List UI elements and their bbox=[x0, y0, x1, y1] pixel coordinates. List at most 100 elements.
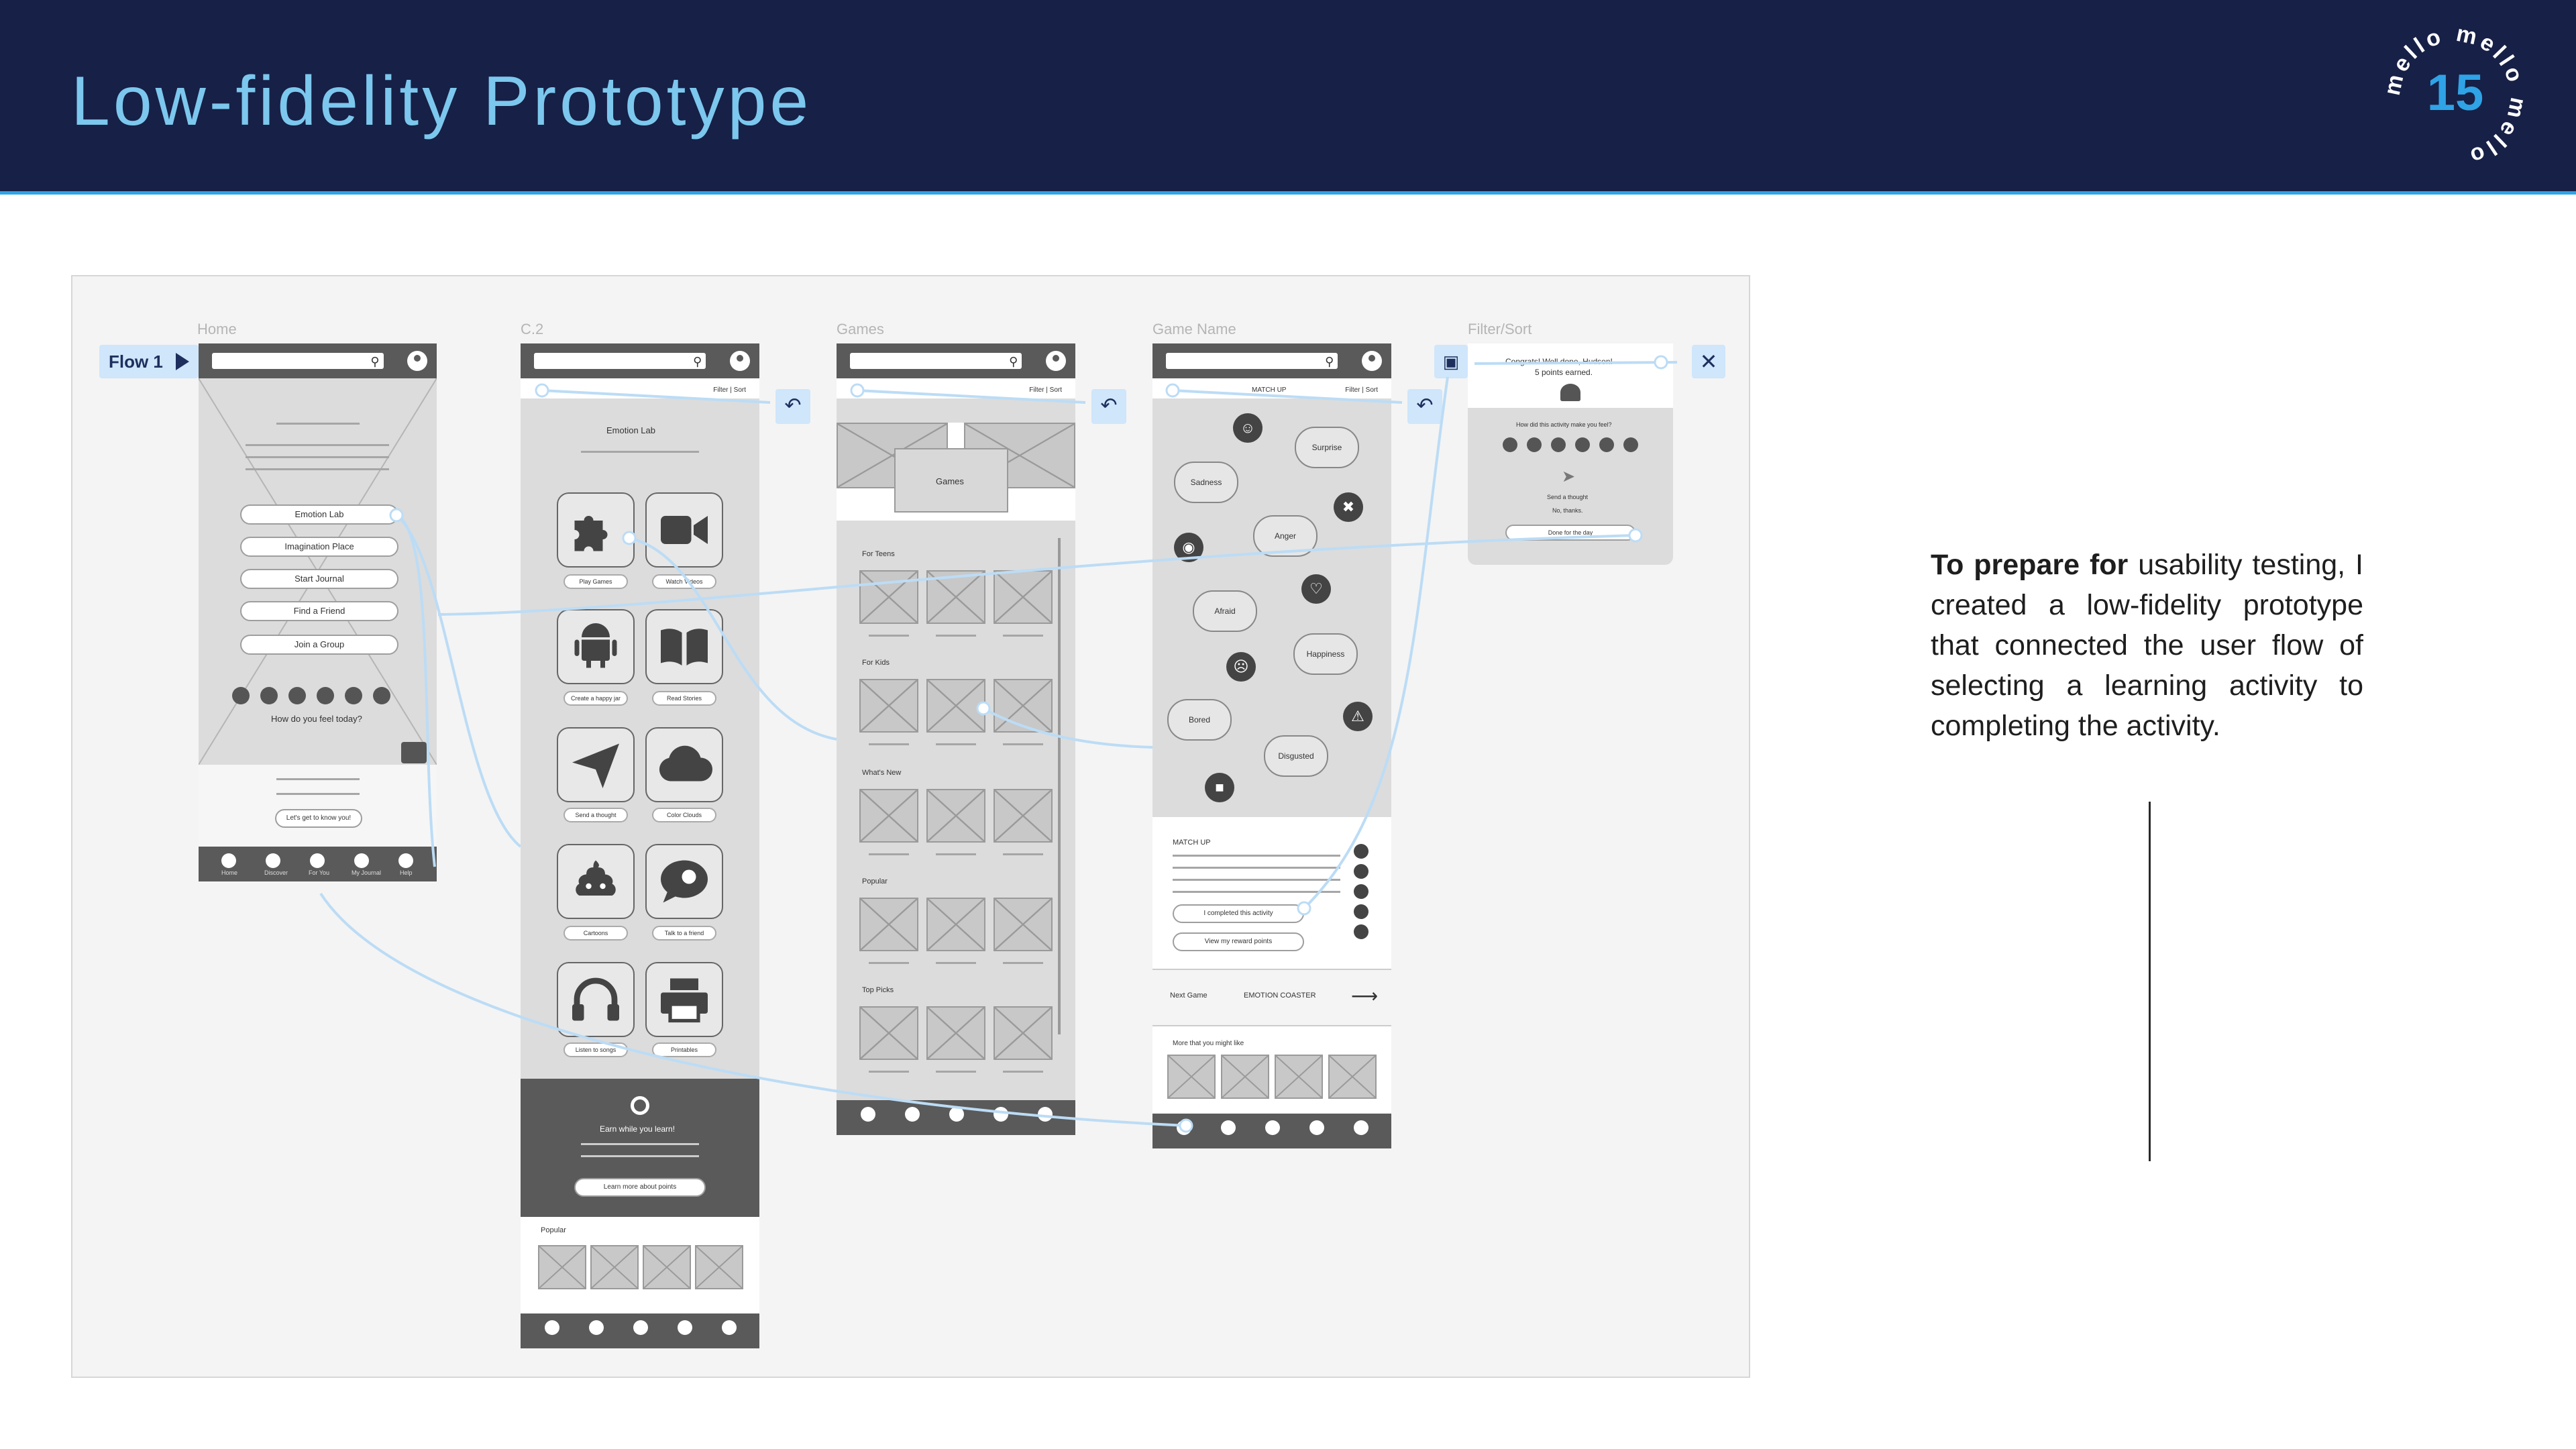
mood-face-icon[interactable] bbox=[317, 687, 334, 704]
nav-discover-icon[interactable] bbox=[905, 1107, 920, 1122]
profile-icon[interactable] bbox=[730, 351, 750, 371]
nav-journal-icon[interactable] bbox=[1309, 1120, 1324, 1135]
game-thumbnail[interactable] bbox=[926, 679, 985, 733]
join-a-group-button[interactable]: Join a Group bbox=[240, 635, 398, 655]
close-icon[interactable]: ✕ bbox=[1692, 345, 1725, 378]
flow-1-tag[interactable]: Flow 1 bbox=[99, 345, 199, 378]
read-stories-pill[interactable]: Read Stories bbox=[652, 691, 716, 706]
cloud-sadness[interactable]: Sadness bbox=[1174, 462, 1238, 503]
cartoons-pill[interactable]: Cartoons bbox=[564, 926, 628, 941]
popular-thumbnail[interactable] bbox=[643, 1245, 691, 1289]
games-filter-sort[interactable]: Filter | Sort bbox=[1029, 386, 1062, 394]
profile-icon[interactable] bbox=[1362, 351, 1382, 371]
nav-home-icon[interactable] bbox=[861, 1107, 875, 1122]
game-search-input[interactable]: ⚲ bbox=[1166, 353, 1338, 369]
nav-for-you-icon[interactable] bbox=[949, 1107, 964, 1122]
no-thanks-link[interactable]: No, thanks. bbox=[1552, 507, 1583, 514]
nav-for-you-icon[interactable] bbox=[633, 1320, 648, 1335]
find-a-friend-button[interactable]: Find a Friend bbox=[240, 601, 398, 621]
nav-journal-icon[interactable] bbox=[354, 853, 369, 868]
game-back-button[interactable]: ↶ bbox=[1407, 389, 1442, 424]
nav-help-icon[interactable] bbox=[1038, 1107, 1053, 1122]
game-thumbnail[interactable] bbox=[859, 570, 918, 624]
printables-pill[interactable]: Printables bbox=[652, 1042, 716, 1057]
game-thumbnail[interactable] bbox=[859, 898, 918, 951]
game-filter-sort[interactable]: Filter | Sort bbox=[1345, 386, 1378, 394]
talk-friend-pill[interactable]: Talk to a friend bbox=[652, 926, 716, 941]
completed-activity-button[interactable]: I completed this activity bbox=[1173, 904, 1304, 923]
cloud-afraid[interactable]: Afraid bbox=[1193, 590, 1257, 632]
cloud-surprise[interactable]: Surprise bbox=[1295, 427, 1359, 468]
mad-emoji-icon[interactable]: ⚠ bbox=[1343, 702, 1373, 731]
mood-face-icon[interactable] bbox=[232, 687, 250, 704]
mood-face-icon[interactable] bbox=[1527, 437, 1542, 452]
c2-filter-sort[interactable]: Filter | Sort bbox=[713, 386, 746, 394]
game-thumbnail[interactable] bbox=[994, 1006, 1053, 1060]
cloud-disgusted[interactable]: Disgusted bbox=[1264, 735, 1328, 777]
match-option-dot[interactable] bbox=[1354, 864, 1368, 879]
suggested-thumbnail[interactable] bbox=[1328, 1055, 1377, 1099]
emotion-lab-button[interactable]: Emotion Lab bbox=[240, 504, 398, 525]
send-thought-pill[interactable]: Send a thought bbox=[564, 808, 628, 822]
game-thumbnail[interactable] bbox=[926, 898, 985, 951]
learn-points-button[interactable]: Learn more about points bbox=[574, 1178, 706, 1197]
view-reward-points-button[interactable]: View my reward points bbox=[1173, 932, 1304, 951]
mood-face-icon[interactable] bbox=[1599, 437, 1614, 452]
mood-face-icon[interactable] bbox=[1623, 437, 1638, 452]
video-icon-box[interactable] bbox=[645, 492, 723, 568]
game-thumbnail[interactable] bbox=[926, 789, 985, 843]
profile-icon[interactable] bbox=[1046, 351, 1066, 371]
send-icon[interactable]: ➤ bbox=[1562, 468, 1576, 486]
overlay-device-icon[interactable]: ▣ bbox=[1434, 345, 1468, 378]
happy-jar-pill[interactable]: Create a happy jar bbox=[564, 691, 628, 706]
game-thumbnail[interactable] bbox=[926, 1006, 985, 1060]
get-to-know-button[interactable]: Let's get to know you! bbox=[275, 809, 362, 828]
nav-home-icon[interactable] bbox=[545, 1320, 559, 1335]
arrow-right-icon[interactable]: ⟶ bbox=[1351, 985, 1379, 1006]
cloud-happiness[interactable]: Happiness bbox=[1293, 633, 1358, 675]
chat-icon[interactable] bbox=[401, 742, 427, 763]
mood-face-icon[interactable] bbox=[1503, 437, 1517, 452]
cloud-icon-box[interactable] bbox=[645, 727, 723, 802]
angry-emoji-icon[interactable]: ✖ bbox=[1334, 492, 1363, 522]
nav-discover-icon[interactable] bbox=[1221, 1120, 1236, 1135]
nav-help-icon[interactable] bbox=[398, 853, 413, 868]
mood-face-icon[interactable] bbox=[345, 687, 362, 704]
cloud-bored[interactable]: Bored bbox=[1167, 699, 1232, 741]
match-option-dot[interactable] bbox=[1354, 924, 1368, 939]
nav-help-icon[interactable] bbox=[1354, 1120, 1368, 1135]
heart-eyes-emoji-icon[interactable]: ♡ bbox=[1301, 574, 1331, 604]
profile-icon[interactable] bbox=[407, 351, 427, 371]
sad-emoji-icon[interactable]: ☹ bbox=[1226, 652, 1256, 682]
match-option-dot[interactable] bbox=[1354, 844, 1368, 859]
activity-mood-selector[interactable] bbox=[1503, 437, 1638, 452]
nav-help-icon[interactable] bbox=[722, 1320, 737, 1335]
nav-discover-icon[interactable] bbox=[589, 1320, 604, 1335]
home-search-input[interactable]: ⚲ bbox=[212, 353, 384, 369]
play-icon[interactable] bbox=[176, 353, 189, 370]
match-option-dot[interactable] bbox=[1354, 884, 1368, 899]
games-back-button[interactable]: ↶ bbox=[1091, 389, 1126, 424]
c2-search-input[interactable]: ⚲ bbox=[534, 353, 706, 369]
imagination-place-button[interactable]: Imagination Place bbox=[240, 537, 398, 557]
game-thumbnail[interactable] bbox=[994, 898, 1053, 951]
mood-selector[interactable] bbox=[232, 687, 390, 704]
suggested-thumbnail[interactable] bbox=[1275, 1055, 1323, 1099]
mood-face-icon[interactable] bbox=[1575, 437, 1590, 452]
nav-journal-icon[interactable] bbox=[678, 1320, 692, 1335]
nav-for-you-icon[interactable] bbox=[310, 853, 325, 868]
suggested-thumbnail[interactable] bbox=[1167, 1055, 1216, 1099]
puzzle-icon-box[interactable] bbox=[557, 492, 635, 568]
send-thought-link[interactable]: Send a thought bbox=[1547, 494, 1589, 500]
suggested-thumbnail[interactable] bbox=[1221, 1055, 1269, 1099]
game-thumbnail[interactable] bbox=[859, 789, 918, 843]
popular-thumbnail[interactable] bbox=[695, 1245, 743, 1289]
game-thumbnail[interactable] bbox=[859, 679, 918, 733]
headphones-icon-box[interactable] bbox=[557, 962, 635, 1037]
game-thumbnail[interactable] bbox=[994, 679, 1053, 733]
games-search-input[interactable]: ⚲ bbox=[850, 353, 1022, 369]
book-icon-box[interactable] bbox=[645, 609, 723, 684]
c2-back-button[interactable]: ↶ bbox=[775, 389, 810, 424]
games-carousel[interactable]: Games bbox=[837, 423, 1075, 521]
mood-face-icon[interactable] bbox=[1551, 437, 1566, 452]
